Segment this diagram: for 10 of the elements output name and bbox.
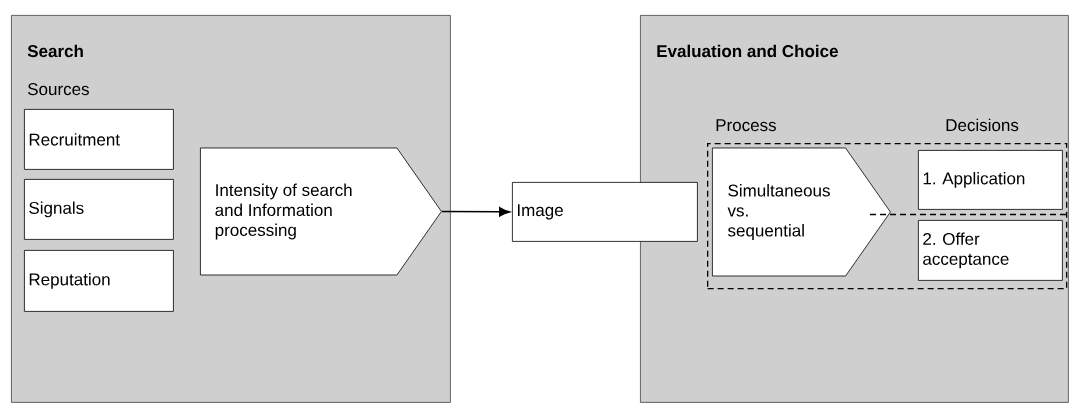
image-box: Image (512, 182, 698, 242)
source-box: Signals (24, 179, 174, 240)
decision-box: 2. Offer acceptance (918, 220, 1063, 281)
dashed-group-box (707, 143, 1068, 290)
source-box: Recruitment (24, 109, 174, 170)
column-heading: Decisions (946, 118, 1019, 132)
source-box: Reputation (24, 250, 174, 312)
decision-box: 1. Application (918, 150, 1063, 210)
arrow (441, 207, 510, 217)
column-heading: Process (716, 119, 776, 132)
